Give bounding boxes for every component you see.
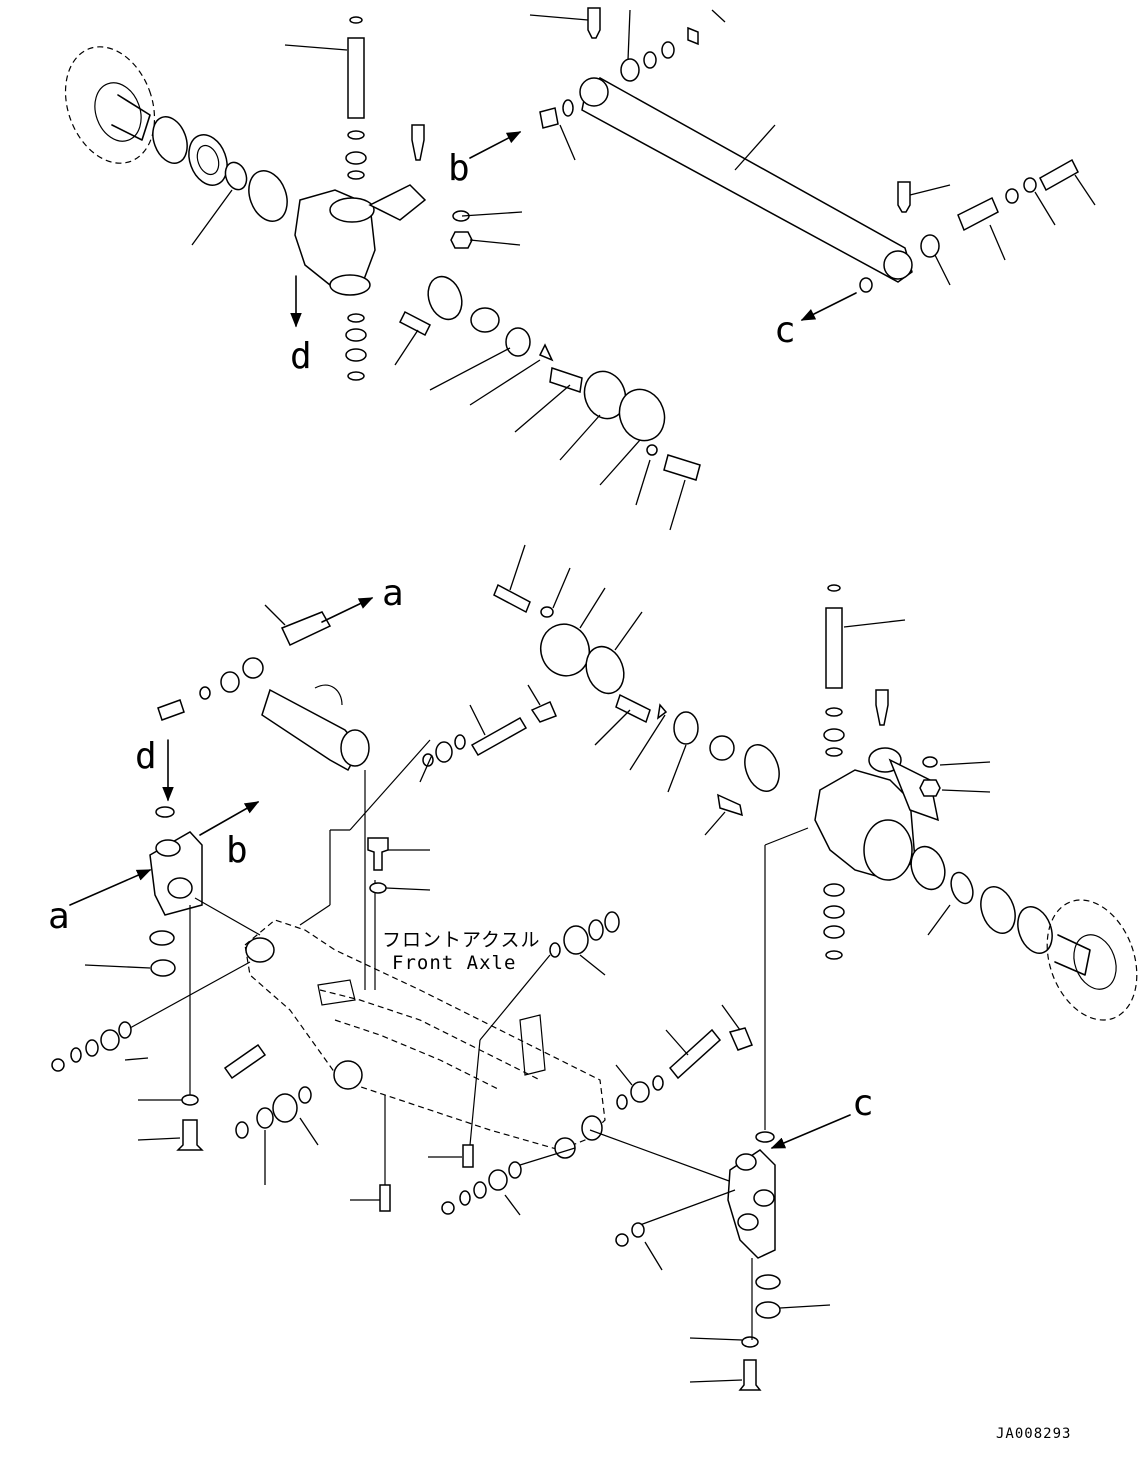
top-tie-rod-assembly: c (529, 7, 1096, 351)
front-axle-frame: フロントアクスル Front Axle (51, 684, 753, 1216)
drawing-code: JA008293 (996, 1426, 1071, 1442)
ref-letter-b-top: b (448, 148, 470, 189)
bottom-left-assembly: a d b a (48, 573, 404, 1151)
ref-letter-c-lower: c (852, 1083, 874, 1124)
ref-letter-a-upper: a (382, 573, 404, 614)
bottom-right-knuckle-assembly: c (493, 544, 1138, 1391)
caption-english: Front Axle (392, 952, 516, 974)
caption-japanese: フロントアクスル (382, 929, 540, 951)
top-knuckle-assembly: d b (64, 16, 701, 531)
ref-letter-d-lower: d (135, 736, 157, 777)
ref-letter-c-top: c (774, 310, 796, 351)
ref-letter-b-lower: b (226, 830, 248, 871)
ref-letter-d-top: d (290, 336, 312, 377)
ref-letter-a-lower: a (48, 896, 70, 937)
